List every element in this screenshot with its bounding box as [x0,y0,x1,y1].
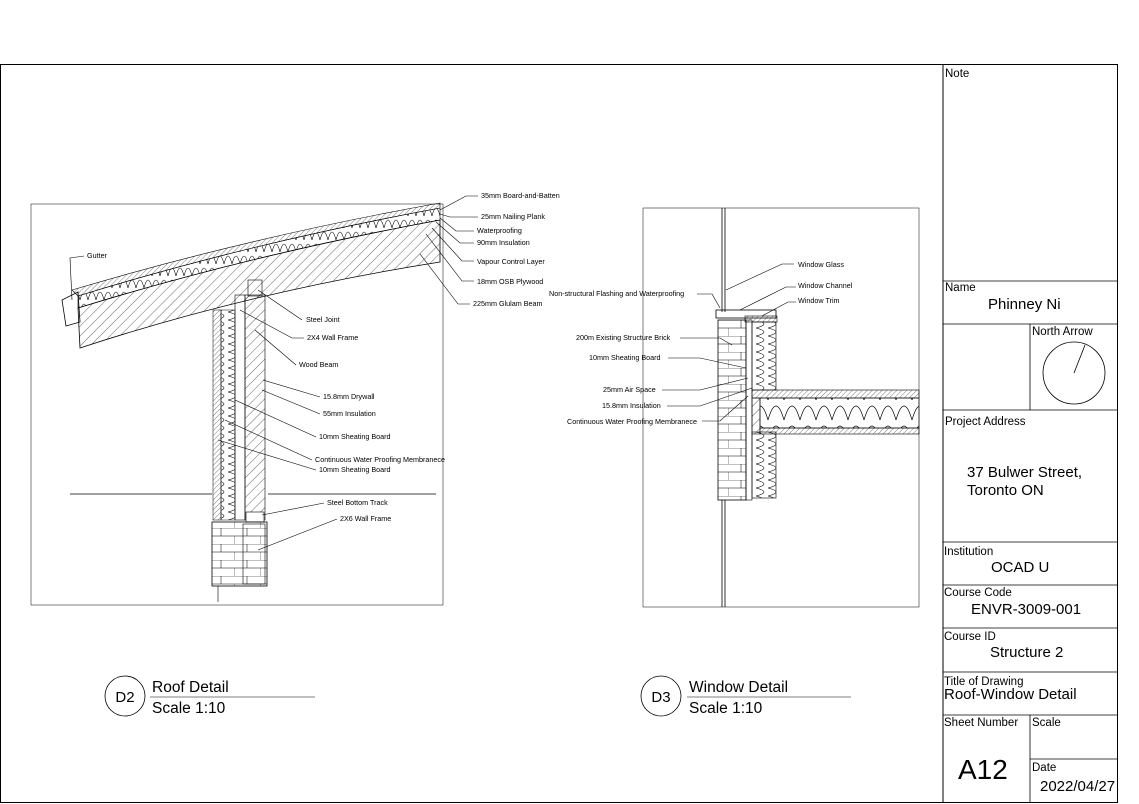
north-arrow-needle [1073,344,1086,374]
brick-base [211,521,268,587]
date-label: Date [1032,762,1056,774]
air-space [745,319,753,501]
title-block: Note Name Phinney Ni North Arrow Project… [942,64,1117,803]
date-value: 2022/04/27 [1040,778,1115,795]
label-membrane-roof: Continuous Water Proofing Membranece [315,455,445,464]
label-window-trim: Window Trim [798,296,840,305]
label-2x4-frame: 2X4 Wall Frame [307,333,358,342]
label-sheating-1: 10mm Sheating Board [319,432,391,441]
roof-detail-id: D2 [115,689,134,706]
name-value: Phinney Ni [988,296,1061,313]
drawing-title-value: Roof-Window Detail [944,686,1077,703]
label-vapour: Vapour Control Layer [477,257,545,266]
label-drywall: 15.8mm Drywall [323,392,375,401]
rim-joist [751,397,761,435]
label-2x6-frame: 2X6 Wall Frame [340,514,391,523]
scale-label: Scale [1032,717,1061,729]
label-gutter: Gutter [87,251,108,260]
roof-detail-title: D2 Roof Detail Scale 1:10 [104,675,315,717]
window-detail-title-text: Window Detail [689,679,788,696]
window-detail-title: D3 Window Detail Scale 1:10 [640,675,851,717]
address-line1: 37 Bulwer Street, [967,464,1082,481]
drawing-title-label: Title of Drawing [944,676,1023,688]
steel-joint-shape [247,279,263,297]
roof-detail-scale: Scale 1:10 [152,700,226,717]
label-window-channel: Window Channel [798,281,853,290]
label-sheating-2: 10mm Sheating Board [319,465,391,474]
label-flashing: Non-structural Flashing and Waterproofin… [549,289,684,298]
name-label: Name [945,282,976,294]
board-and-batten [71,202,441,297]
label-insulation-90: 90mm Insulation [477,238,530,247]
detail-marker-d3 [640,675,682,717]
window-detail-id: D3 [651,689,670,706]
label-window-sheating: 10mm Sheating Board [589,353,661,362]
window-detail-drawing [642,207,920,608]
wall-frame-2x6 [242,523,266,585]
wall-insulation-outer [220,309,236,521]
label-window-insulation: 15.8mm Insulation [602,401,661,410]
north-arrow-icon [1042,341,1106,405]
label-osb: 18mm OSB Plywood [477,277,543,286]
roof-detail-drawing [30,195,478,606]
label-insulation-55: 55mm Insulation [323,409,376,418]
wall-insulation-lower [751,431,777,499]
institution-label: Institution [944,546,993,558]
project-address-label: Project Address [945,416,1026,428]
label-board-batten: 35mm Board-and-Batten [481,191,560,200]
sheet-number-label: Sheet Number [944,717,1018,729]
wood-beam-shape [244,294,266,521]
label-nailing-plank: 25mm Nailing Plank [481,212,545,221]
ceiling-board [759,427,920,435]
sheet-border [0,64,1118,803]
wall-frame-2x4 [234,294,246,521]
label-glulam: 225mm Glulam Beam [473,299,543,308]
label-steel-joint: Steel Joint [306,315,340,324]
floor-deck [751,389,920,399]
window-trim-shape [744,315,778,323]
wall-insulation-upper [751,321,777,391]
window-labels: Window Glass Window Channel Window Trim … [549,260,853,426]
note-label: Note [945,68,969,80]
institution-value: OCAD U [991,559,1049,576]
course-id-label: Course ID [944,631,996,643]
north-arrow-label: North Arrow [1032,326,1093,338]
roof-detail-viewport [30,203,444,606]
course-code-label: Course Code [944,587,1012,599]
label-wood-beam: Wood Beam [299,360,338,369]
window-detail-scale: Scale 1:10 [689,700,763,717]
course-code-value: ENVR-3009-001 [971,601,1081,618]
sheet-number-value: A12 [958,754,1008,785]
roof-detail-title-text: Roof Detail [152,679,229,696]
course-id-value: Structure 2 [990,644,1063,661]
roof-labels: 35mm Board-and-Batten 25mm Nailing Plank… [87,191,560,523]
gutter-shape [61,291,81,327]
label-window-membrane: Continuous Water Proofing Membranece [567,417,697,426]
steel-bottom-track-shape [245,511,265,523]
floor-insulation [759,397,920,429]
detail-marker-d2 [104,675,146,717]
label-brick: 200m Existing Structure Brick [576,333,671,342]
label-window-glass: Window Glass [798,260,844,269]
label-waterproofing: Waterproofing [477,226,522,235]
label-air-space: 25mm Air Space [603,385,656,394]
label-bottom-track: Steel Bottom Track [327,498,388,507]
wall-sheating-outer [212,309,222,521]
address-line2: Toronto ON [967,482,1044,499]
